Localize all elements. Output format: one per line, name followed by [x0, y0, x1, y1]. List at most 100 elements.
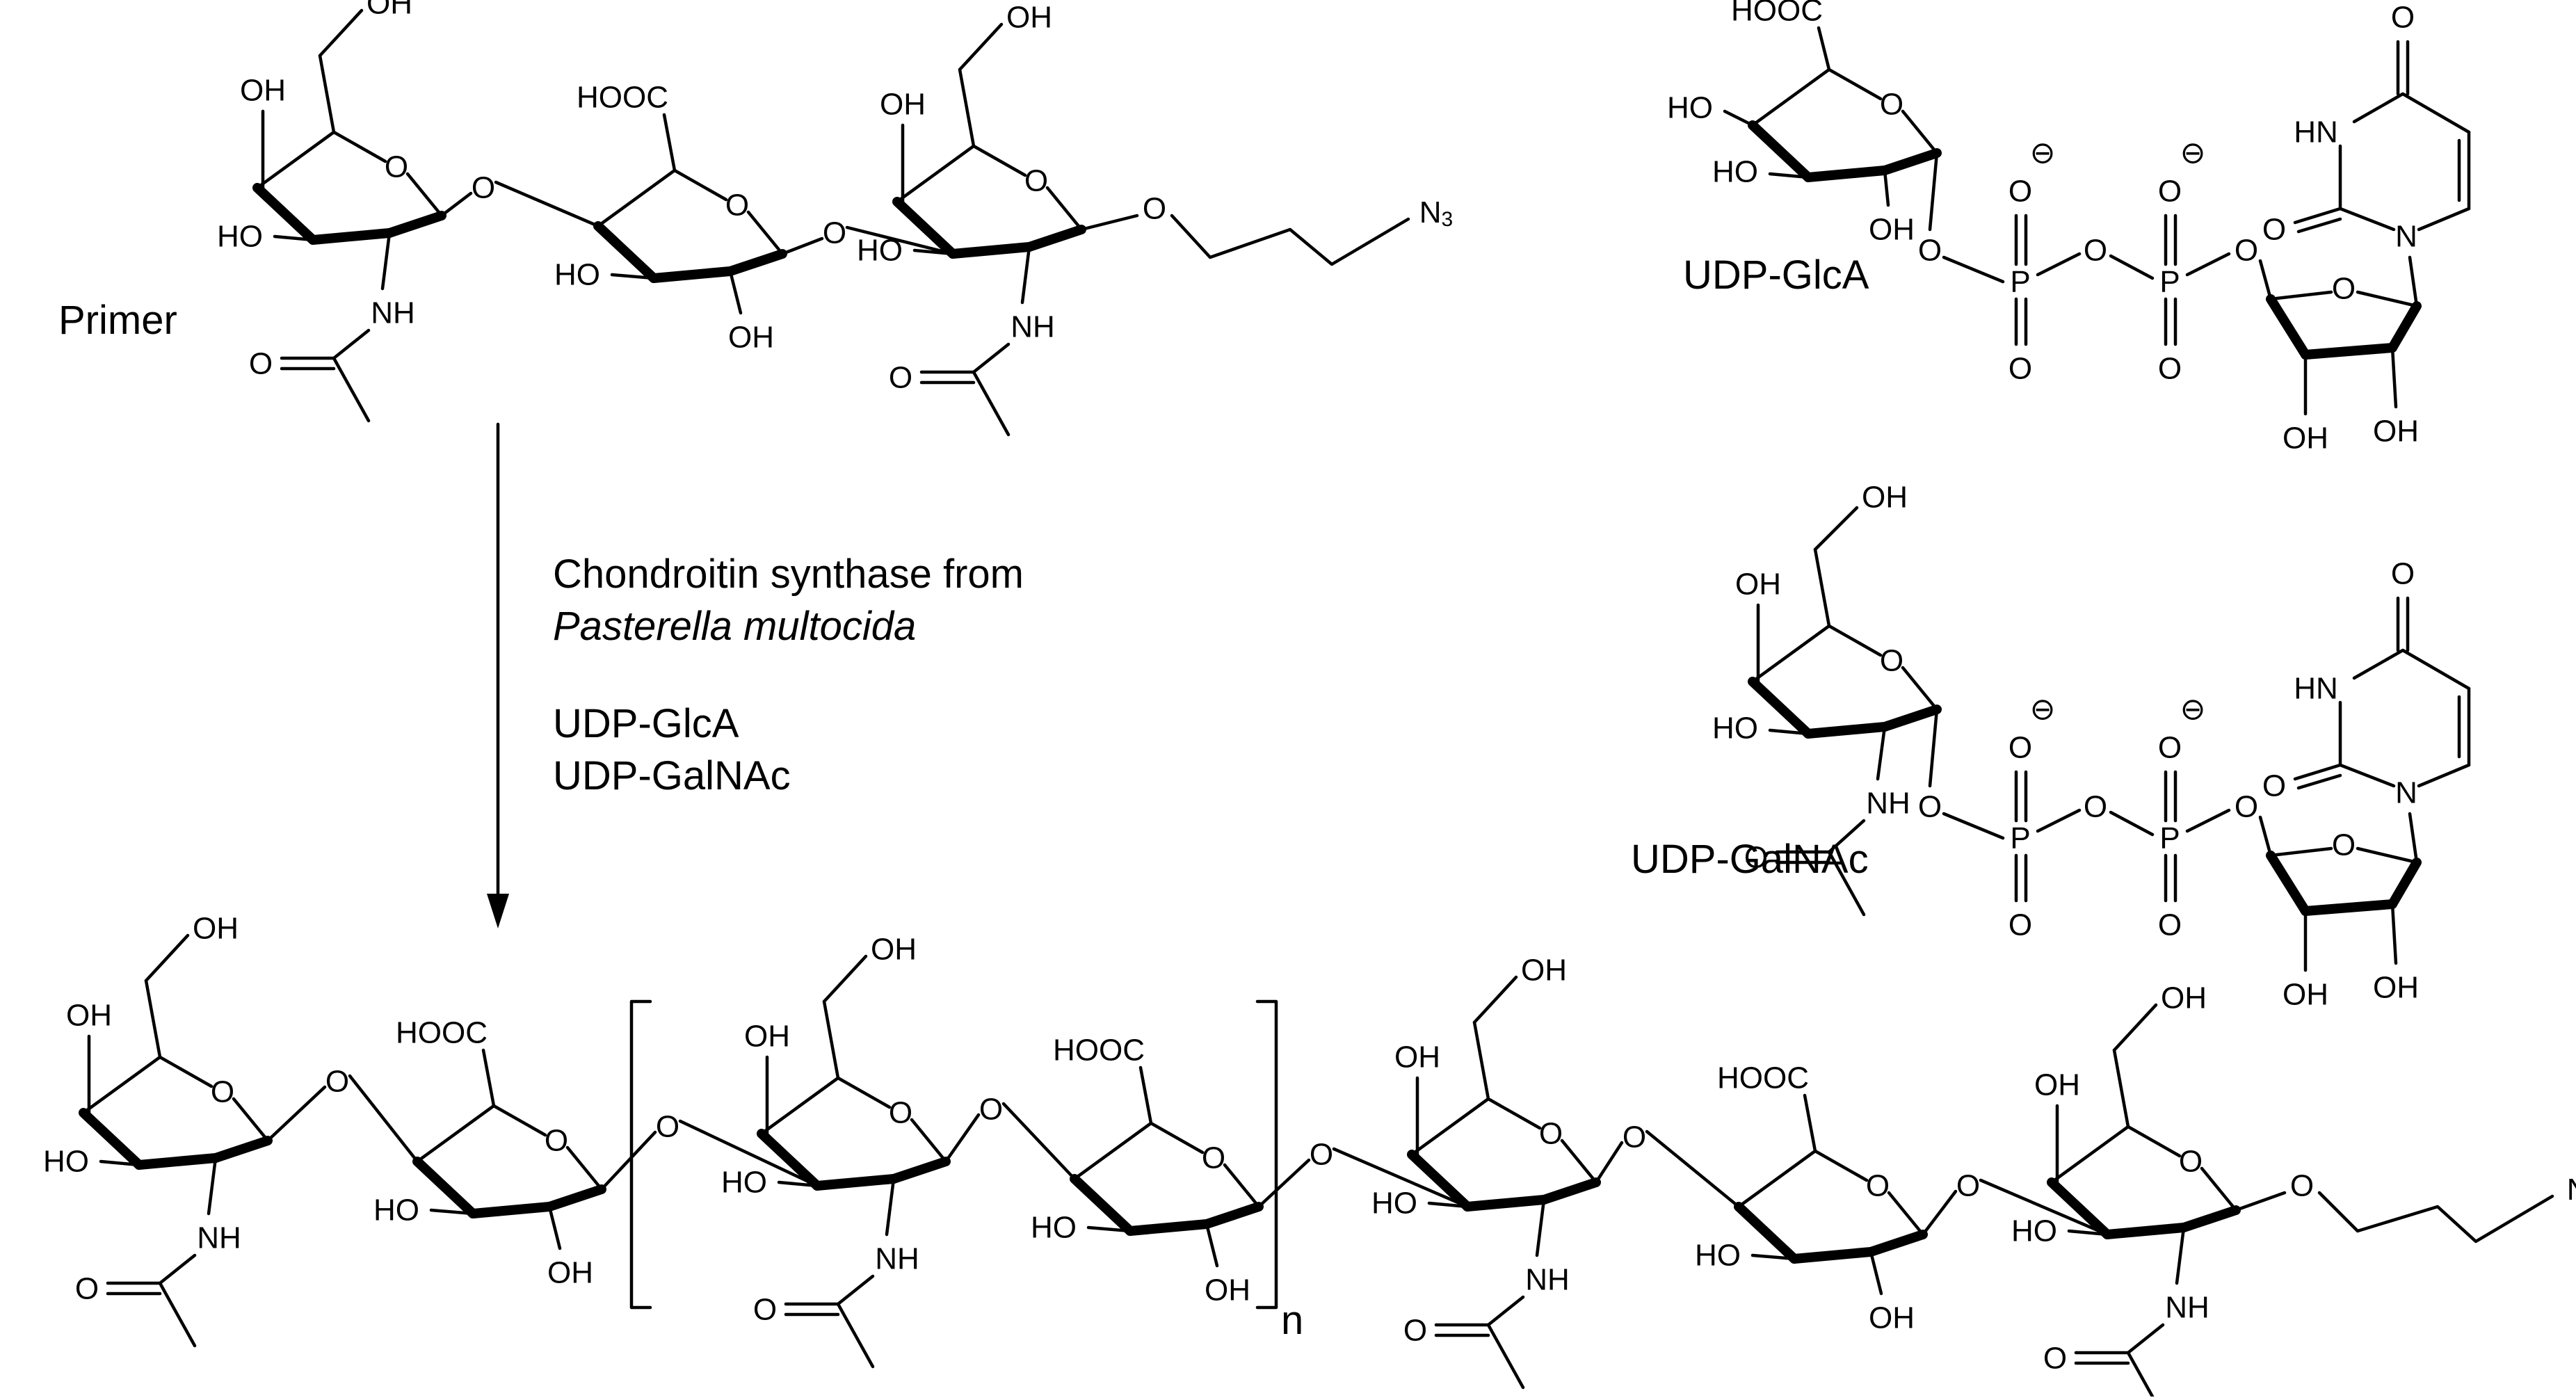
product-galnac-1-nh: NH [197, 1221, 241, 1255]
product-glca-1-ring-o: O [545, 1124, 568, 1158]
product-glca-2-oh2: OH [1869, 1301, 1915, 1335]
product-galnac-3-nh: NH [2165, 1291, 2209, 1325]
udp-galnac-o-5prime: O [2235, 790, 2258, 824]
organism-label: Pasterella multocida [553, 604, 916, 649]
primer-galnac-2-nh: NH [1011, 310, 1055, 344]
udp-glca-cooh: HOOC [1731, 0, 1823, 28]
udp-glca-p1-charge: ⊖ [2030, 136, 2056, 170]
udp-glca-bridge-o: O [2084, 234, 2107, 268]
udp-glca-ribose-oh2: OH [2283, 421, 2328, 456]
udp-glca-ribose-o: O [2332, 272, 2356, 306]
product-galnac-3-oh4: OH [2034, 1068, 2080, 1102]
product-repeat-galnac-oh6: OH [871, 933, 917, 967]
repeat-bracket-right [1255, 999, 1278, 1310]
udp-galnac-phosphate-uridine [1942, 596, 2471, 972]
primer-azide-linker [1079, 214, 1410, 266]
udp-galnac-uracil-o4: O [2391, 557, 2415, 591]
product-galnac-3 [2047, 1003, 2241, 1400]
repeat-index-n: n [1281, 1298, 1303, 1343]
udp-glca-p2-o-down: O [2158, 352, 2182, 386]
udp-galnac-sugar [1748, 506, 1942, 917]
udp-glca-uracil-hn: HN [2294, 115, 2338, 150]
product-repeat-glca [1070, 1065, 1264, 1268]
product-link-6 [1921, 1178, 2109, 1237]
udp-galnac-p1: P [2010, 821, 2030, 855]
product-repeat-galnac-ho3: HO [721, 1166, 767, 1200]
product-glca-2-ring-o: O [1866, 1169, 1890, 1203]
product-galnac-3-acetyl-o: O [2043, 1342, 2067, 1376]
product-link-1 [266, 1074, 419, 1164]
udp-glca-p1-o-up: O [2009, 175, 2032, 209]
product-repeat-galnac [757, 954, 951, 1369]
primer-label: Primer [58, 298, 177, 343]
primer-galnac-2-ring-o: O [1024, 164, 1048, 198]
product-galnac-2 [1407, 975, 1601, 1390]
primer-galnac-2-ho3: HO [857, 234, 903, 268]
udp-glca-uracil-n1: N [2395, 220, 2417, 254]
product-link-5 [1594, 1129, 1741, 1209]
product-repeat-galnac-oh4: OH [744, 1020, 790, 1054]
udp-galnac-p1-charge: ⊖ [2030, 693, 2056, 727]
product-galnac-1-ho3: HO [43, 1145, 89, 1179]
udp-glca-ring-o: O [1880, 88, 1903, 122]
product-galnac-2-ring-o: O [1539, 1117, 1563, 1151]
udp-glca-p1: P [2010, 265, 2030, 299]
primer-galnac-1-ring-o: O [385, 150, 408, 184]
primer-galnac-2 [892, 22, 1086, 437]
product-glca-2-cooh: HOOC [1717, 1061, 1809, 1095]
udp-galnac-name: UDP-GalNAc [1631, 837, 1869, 882]
product-glca-1 [412, 1048, 606, 1250]
udp-galnac-ribose-o: O [2332, 828, 2356, 862]
primer-link-2 [780, 225, 955, 256]
product-repeat-galnac-nh: NH [875, 1242, 919, 1276]
udp-galnac-bridge-o: O [2084, 790, 2107, 824]
primer-galnac-2-acetyl-o: O [889, 361, 912, 395]
product-galnac-2-ho3: HO [1371, 1186, 1417, 1221]
product-galnac-1-oh4: OH [66, 999, 112, 1033]
product-glca-1-oh2: OH [547, 1256, 593, 1290]
udp-galnac-p2: P [2159, 821, 2180, 855]
product-repeat-galnac-ring-o: O [889, 1096, 912, 1130]
product-repeat-glca-ring-o: O [1202, 1141, 1225, 1175]
product-glca-2-ho3: HO [1695, 1239, 1741, 1273]
product-repeat-glca-oh2: OH [1205, 1273, 1250, 1308]
primer-galnac-1-nh: NH [371, 296, 415, 330]
udp-glca-uracil-o2: O [2262, 213, 2286, 247]
primer-azide: N3 [1419, 195, 1453, 231]
primer-link-1-o: O [472, 171, 495, 205]
primer-glca-ho3: HO [554, 258, 600, 292]
udp-glca-p2-o-up: O [2158, 175, 2182, 209]
primer-glca-oh2: OH [728, 321, 774, 355]
udp-glca-p1-o-down: O [2009, 352, 2032, 386]
udp-galnac-p1-o-up: O [2009, 731, 2032, 765]
repeat-bracket-left [629, 999, 652, 1310]
udp-galnac-ho3: HO [1712, 711, 1758, 746]
udp-galnac-acetyl-o: O [1744, 841, 1768, 875]
product-repeat-glca-ho3: HO [1031, 1211, 1077, 1245]
product-galnac-1-oh6: OH [193, 912, 239, 946]
product-link-1-o: O [325, 1065, 349, 1099]
product-link-4-o: O [1310, 1138, 1333, 1172]
udp-galnac-nh: NH [1866, 787, 1910, 821]
product-link-3 [944, 1102, 1077, 1181]
product-galnac-2-nh: NH [1525, 1263, 1570, 1297]
udp-galnac-ring-o: O [1880, 644, 1903, 678]
product-glca-1-cooh: HOOC [396, 1016, 488, 1050]
udp-galnac-p2-o-down: O [2158, 908, 2182, 942]
product-link-2-o: O [656, 1110, 679, 1144]
product-linker-o: O [2290, 1169, 2314, 1203]
primer-galnac-1-acetyl-o: O [249, 347, 273, 381]
product-galnac-1 [79, 933, 273, 1348]
product-repeat-glca-cooh: HOOC [1053, 1033, 1145, 1068]
product-galnac-2-oh6: OH [1521, 954, 1567, 988]
product-galnac-3-ring-o: O [2179, 1145, 2203, 1179]
product-galnac-1-ring-o: O [211, 1075, 234, 1109]
udp-glca-ho4: HO [1667, 91, 1713, 125]
primer-link-1 [440, 180, 600, 228]
product-link-5-o: O [1623, 1120, 1646, 1154]
udp-galnac-oh4: OH [1735, 568, 1781, 602]
udp-galnac-p2-o-up: O [2158, 731, 2182, 765]
udp-glca-o-5prime: O [2235, 234, 2258, 268]
